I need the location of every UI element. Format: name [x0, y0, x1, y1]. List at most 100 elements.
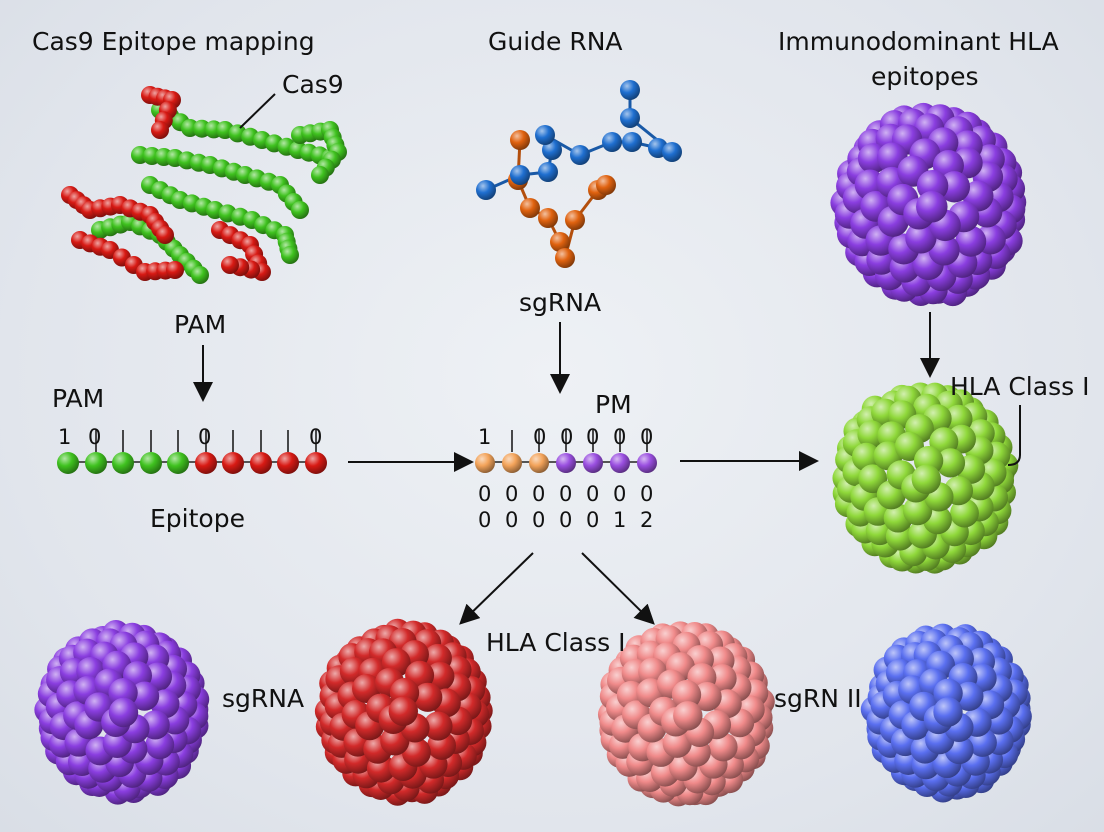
- cas9-atom: [281, 246, 299, 264]
- mid-chain-number: 0: [640, 425, 654, 449]
- cas9-pointer: [239, 93, 276, 129]
- left-chain-bead: [112, 452, 134, 474]
- cas9-atom: [166, 261, 184, 279]
- cluster-sphere: [935, 448, 966, 478]
- rna-atom: [542, 140, 562, 160]
- mid-chain-bead: [502, 453, 522, 473]
- cluster-sphere: [129, 681, 160, 711]
- cluster-sphere: [950, 498, 979, 528]
- cluster-sphere: [425, 661, 455, 691]
- mid-chain-number: 0: [533, 425, 547, 449]
- cluster-sphere: [388, 696, 418, 726]
- rna-atom: [538, 162, 558, 182]
- purple-cluster-top-right: [830, 102, 1027, 307]
- cluster-sphere: [401, 737, 431, 767]
- cas9-atom: [156, 226, 174, 244]
- blue-cluster-bottom-right: [860, 623, 1032, 803]
- left-chain-bead: [57, 452, 79, 474]
- mid-row2-digit: 0: [532, 482, 546, 506]
- label-epitope: Epitope: [150, 504, 245, 533]
- cluster-sphere: [928, 234, 960, 266]
- mid-chain-bead: [637, 453, 657, 473]
- rna-atom: [622, 132, 642, 152]
- arrows: [193, 93, 1021, 625]
- cas9-atom: [311, 166, 329, 184]
- mid-row3-digit: 2: [640, 508, 654, 532]
- rna-atom: [565, 210, 585, 230]
- molecule-models: [61, 80, 682, 284]
- label-hla-class-i-bottom: HLA Class I: [486, 628, 626, 657]
- left-chain-number: 0: [309, 425, 323, 449]
- cas9-atom: [191, 266, 209, 284]
- mid-chain-bead: [610, 453, 630, 473]
- cluster-sphere: [423, 711, 453, 741]
- rna-atom: [535, 125, 555, 145]
- label-hla-class-i-right: HLA Class I: [950, 372, 1090, 401]
- left-chain-bead: [195, 452, 217, 474]
- label-pam-top: PAM: [174, 310, 227, 339]
- cluster-sphere: [851, 442, 881, 472]
- mid-row2-digit: 0: [613, 482, 627, 506]
- cas9-atom: [221, 256, 239, 274]
- mid-row3-digit: 1: [613, 508, 627, 532]
- mid-row3-digit: 0: [559, 508, 573, 532]
- mid-row3-digit: 0: [586, 508, 600, 532]
- mid-row2-digit: 0: [640, 482, 654, 506]
- cluster-sphere: [955, 225, 987, 257]
- label-sgrna-mid: sgRNA: [519, 288, 602, 317]
- rna-atom: [662, 142, 682, 162]
- left-chain-number: 1: [58, 425, 72, 449]
- sequence-chains: [57, 430, 657, 474]
- left-chain-bead: [250, 452, 272, 474]
- cluster-sphere: [708, 732, 738, 762]
- cluster-sphere: [673, 701, 703, 731]
- guide-rna-molecule: [476, 80, 682, 268]
- mid-chain-bead: [475, 453, 495, 473]
- arrow-mid-down-left: [459, 552, 534, 625]
- arrow-mid-down-right: [581, 552, 655, 625]
- mid-chain-number: 0: [560, 425, 574, 449]
- cluster-sphere: [108, 697, 139, 728]
- rna-atom: [510, 130, 530, 150]
- cluster-sphere: [413, 682, 443, 712]
- mid-chain-number: 0: [586, 425, 600, 449]
- cluster-sphere: [903, 496, 933, 526]
- cluster-sphere: [905, 222, 937, 254]
- cluster-sphere: [662, 728, 692, 758]
- left-chain-number: 0: [198, 425, 212, 449]
- mid-chain-bead: [529, 453, 549, 473]
- cluster-sphere: [911, 464, 941, 494]
- pink-cluster-bottom: [597, 621, 775, 807]
- title-guide-rna: Guide RNA: [488, 27, 623, 56]
- mid-row3-digit: 0: [505, 508, 519, 532]
- purple-cluster-bottom-left: [34, 620, 210, 805]
- left-chain-number: 0: [88, 425, 102, 449]
- cas9-atom: [291, 201, 309, 219]
- rna-atom: [570, 145, 590, 165]
- rna-atom: [555, 248, 575, 268]
- rna-atom: [602, 132, 622, 152]
- red-cluster-bottom: [314, 618, 493, 806]
- rna-atom: [596, 175, 616, 195]
- protein-clusters: [34, 102, 1032, 807]
- label-sgrna-bottom: sgRNA: [222, 684, 305, 713]
- label-cas9: Cas9: [282, 70, 344, 99]
- rna-atom: [620, 80, 640, 100]
- rna-atom: [538, 208, 558, 228]
- left-chain-bead: [85, 452, 107, 474]
- left-chain-bead: [305, 452, 327, 474]
- mid-chain-number: 1: [478, 425, 492, 449]
- mid-row2-digit: 0: [505, 482, 519, 506]
- mid-row2-digit: 0: [478, 482, 492, 506]
- label-pam-left: PAM: [52, 384, 105, 413]
- rna-atom: [550, 232, 570, 252]
- mid-row2-digit: 0: [559, 482, 573, 506]
- rna-atom: [620, 108, 640, 128]
- mid-chain-bead: [583, 453, 603, 473]
- title-cas9-epitope-mapping: Cas9 Epitope mapping: [32, 27, 315, 56]
- title-immunodominant-line2: epitopes: [871, 62, 979, 91]
- left-chain-bead: [222, 452, 244, 474]
- rna-atom: [476, 180, 496, 200]
